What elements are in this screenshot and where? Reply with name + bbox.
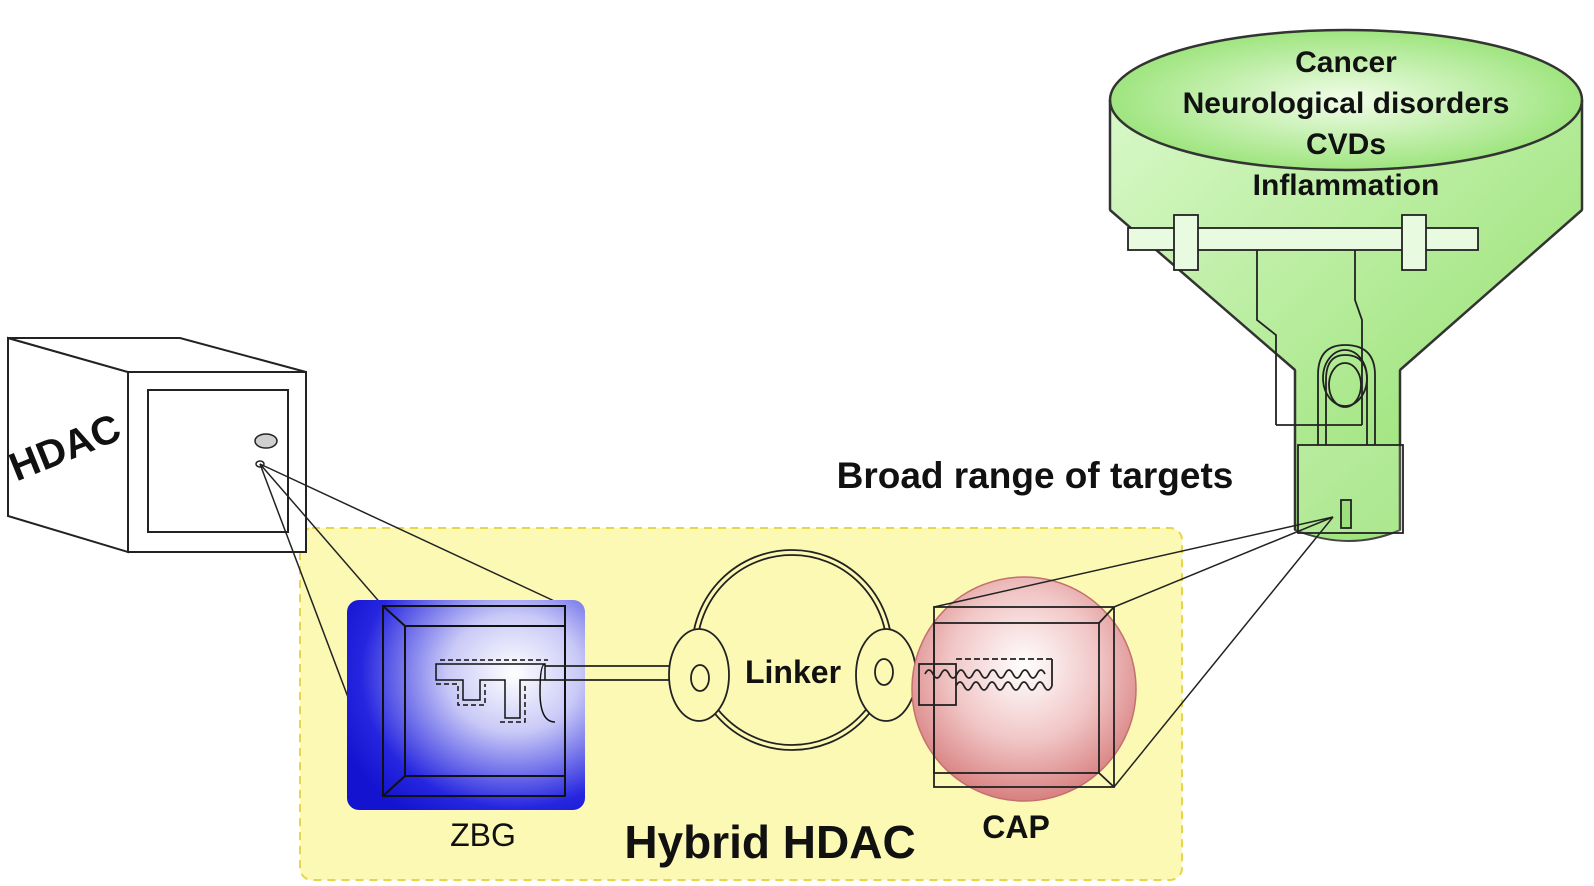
zoom-lines-target — [933, 516, 1334, 788]
hdac-safe — [7, 336, 307, 554]
funnel-item-cvds: CVDs — [1306, 128, 1386, 161]
linker-label: Linker — [745, 654, 841, 690]
targets-funnel — [1108, 28, 1584, 542]
broad-range-label: Broad range of targets — [837, 455, 1234, 496]
funnel-item-cancer: Cancer — [1295, 46, 1397, 79]
zbg-label: ZBG — [450, 817, 516, 853]
zbg-block — [347, 600, 585, 810]
padlock-assembly — [1127, 214, 1479, 534]
linker — [545, 549, 917, 751]
keyhole-icon — [254, 433, 278, 468]
funnel-item-neurological: Neurological disorders — [1183, 87, 1510, 120]
cap-block — [911, 576, 1137, 802]
cap-label: CAP — [982, 809, 1050, 845]
funnel-item-inflammation: Inflammation — [1253, 169, 1440, 202]
hybrid-hdac-label: Hybrid HDAC — [624, 816, 915, 868]
